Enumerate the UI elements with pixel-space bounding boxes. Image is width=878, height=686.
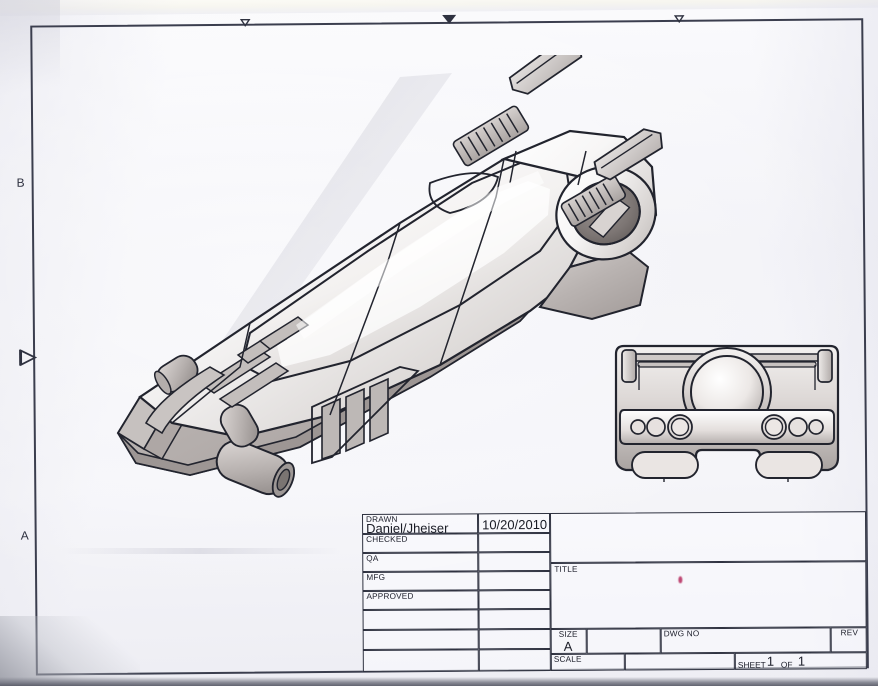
size-value: A bbox=[563, 638, 573, 654]
zone-letter-b: B bbox=[16, 175, 25, 190]
scale-label: SCALE bbox=[553, 654, 582, 664]
checked-label: CHECKED bbox=[366, 534, 408, 544]
tick-marker-right-icon bbox=[673, 15, 685, 23]
size-label: SIZE bbox=[558, 629, 578, 639]
isometric-model-view bbox=[116, 55, 663, 498]
title-block: DRAWN Daniel/Jheiser 10/20/2010 CHECKED … bbox=[362, 511, 867, 672]
mfg-label: MFG bbox=[366, 572, 386, 582]
paper-bottom-edge bbox=[0, 677, 878, 686]
center-triangle-top-icon bbox=[442, 14, 457, 24]
qa-label: QA bbox=[366, 553, 379, 563]
titleblock-row-label-5 bbox=[362, 609, 479, 630]
sheet-label: SHEET bbox=[737, 659, 766, 670]
titleblock-row-label-6 bbox=[362, 629, 479, 650]
dwg-no-label: DWG NO bbox=[663, 629, 700, 639]
sheet-of-label: OF bbox=[780, 659, 793, 670]
drawn-by-value: Daniel/Jheiser bbox=[366, 520, 449, 536]
titleblock-row-date-6 bbox=[478, 628, 551, 650]
titleblock-row-label-7 bbox=[362, 649, 479, 672]
titleblock-row-date-3 bbox=[478, 570, 551, 591]
zone-letter-a: A bbox=[20, 528, 29, 543]
sheet-total: 1 bbox=[797, 653, 806, 669]
front-elevation-view bbox=[614, 344, 840, 482]
ink-mark-artifact bbox=[678, 576, 683, 584]
approved-label: APPROVED bbox=[366, 591, 414, 601]
size-extra-cell bbox=[586, 628, 661, 654]
drawn-date-value: 10/20/2010 bbox=[482, 516, 548, 533]
titleblock-row-date-4 bbox=[478, 589, 551, 610]
title-label: TITLE bbox=[554, 564, 578, 574]
titleblock-upper-blank-cell bbox=[549, 511, 867, 563]
titleblock-row-label-2 bbox=[362, 552, 479, 572]
tick-marker-left-icon bbox=[239, 18, 251, 27]
titleblock-row-date-1 bbox=[478, 532, 551, 553]
title-cell bbox=[550, 561, 867, 629]
rev-label: REV bbox=[840, 628, 859, 638]
scale-extra-cell bbox=[624, 652, 735, 671]
datum-triangle-left-icon bbox=[19, 349, 38, 367]
titleblock-row-date-2 bbox=[478, 551, 551, 572]
titleblock-row-date-5 bbox=[478, 608, 551, 630]
sheet-number: 1 bbox=[766, 653, 775, 669]
titleblock-row-date-7 bbox=[478, 648, 551, 672]
